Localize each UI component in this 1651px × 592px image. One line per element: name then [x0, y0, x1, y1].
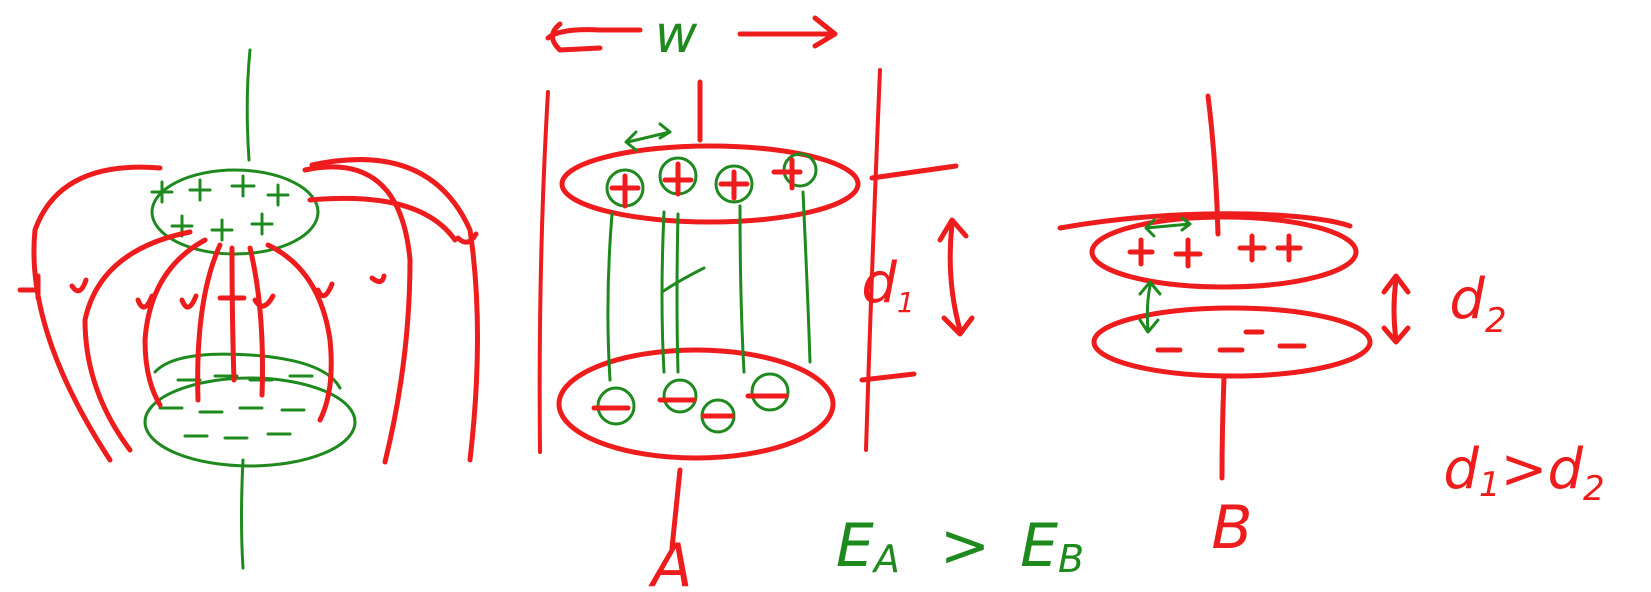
field-arrow-heads	[17, 231, 479, 310]
top-plate-a	[559, 143, 861, 225]
top-plate-b-rim	[1057, 211, 1353, 231]
capacitor-a-label: A	[647, 531, 692, 592]
cmp-greater-than: >	[1501, 437, 1548, 502]
top-plate-b	[1089, 214, 1359, 290]
bottom-plate-b	[1091, 305, 1373, 379]
charge-spacing-arrow	[624, 122, 672, 152]
eb-subscript: B	[1058, 537, 1084, 581]
fringing-field-lines	[31, 157, 480, 465]
left-boundary-line	[537, 90, 550, 454]
top-plate-ellipse	[150, 168, 320, 256]
cmp-d2-subscript: 2	[1583, 469, 1605, 509]
bottom-lead-wire	[240, 458, 245, 570]
negative-charges-a	[591, 372, 790, 434]
greater-than-sign: >	[940, 511, 990, 581]
width-label: w	[655, 5, 698, 65]
capacitor-b-figure: d2 B	[1057, 93, 1507, 563]
cmp-d1-subscript: 1	[1479, 465, 1501, 505]
d1-subscript: 1	[897, 286, 915, 319]
positive-charges-b	[1127, 233, 1303, 269]
field-lines-a	[606, 190, 812, 382]
ea-subscript: A	[871, 537, 900, 581]
top-lead-wire	[245, 48, 252, 162]
cmp-d2-letter: d	[1547, 437, 1583, 502]
bottom-lead-b	[1219, 375, 1227, 481]
capacitor-b-label: B	[1211, 493, 1252, 563]
spacing-arrows-b	[1138, 216, 1192, 334]
capacitor-a-figure: w	[537, 5, 975, 592]
bottom-plate-back-arc	[153, 352, 342, 390]
bottom-plate-a	[556, 347, 836, 461]
positive-charges-a	[605, 152, 818, 209]
width-arrow	[545, 15, 838, 53]
distance-marker-d2	[1381, 273, 1411, 345]
d1-letter: d	[861, 251, 897, 316]
d1-label: d1	[861, 251, 914, 319]
right-boundary-line	[864, 68, 882, 452]
eb-letter: E	[1020, 511, 1058, 581]
d2-subscript: 2	[1485, 301, 1507, 341]
negative-charges-b	[1155, 329, 1307, 353]
distance-marker-d1	[859, 163, 975, 383]
positive-charges-top	[150, 174, 290, 242]
bottom-lead-a	[669, 467, 683, 551]
field-comparison-equation: EA>EB	[836, 511, 1084, 581]
cmp-d1-letter: d	[1443, 437, 1479, 502]
negative-charges-bottom	[158, 374, 314, 440]
separation-comparison: d1>d2	[1443, 437, 1604, 509]
ea-letter: E	[836, 511, 874, 581]
bottom-plate-ellipse	[143, 376, 357, 468]
d2-label: d2	[1449, 267, 1506, 341]
fringing-capacitor-figure	[17, 48, 480, 570]
d2-letter: d	[1449, 267, 1485, 332]
